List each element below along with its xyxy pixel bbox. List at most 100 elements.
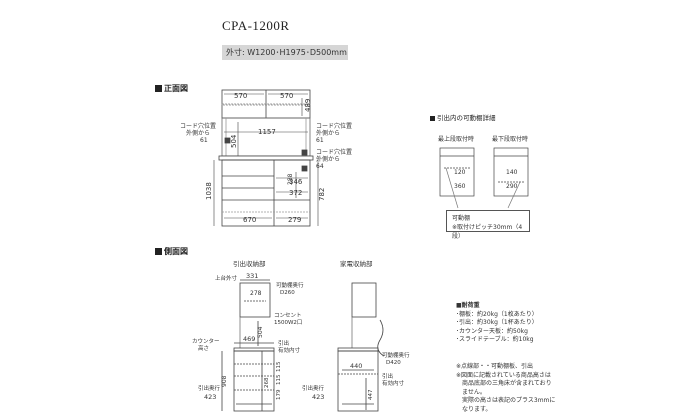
cord-labels: コード穴位置 外側から 61 コード穴位置 外側から 61 コード穴位置 外側か… [180,122,352,170]
dim-279: 279 [288,216,301,224]
side-right-counter [337,347,379,352]
note-line-1: ※点線部・・可動棚板、引出 [456,363,534,370]
dim-115-a: 115 [276,361,282,372]
note-line-2: ※図面に記載されている商品高さは [456,371,551,379]
detail-view [439,147,529,209]
dim-782: 782 [318,188,326,201]
load-capacity: ■耐荷重 ･棚板：約20kg（1枚あたり） ･引出：約30kg（1杯あたり） ･… [456,302,538,345]
side-left-counter [233,347,275,352]
dim-489: 489 [304,99,312,112]
dim-570-left: 570 [234,92,247,100]
side-counter-1: カウンター [192,337,220,345]
side-right-labels: 家電収納部 可動棚奥行 D420 440 引出 有効内寸 447 引出奥行 42… [302,259,410,401]
front-outlet-right-bottom [301,165,308,172]
front-dimensions: 570 570 489 1157 504 1038 288 346 372 78… [205,92,326,224]
cord-rb-3: 64 [316,163,324,170]
load-line-2: ･引出：約30kg（1杯あたり） [456,319,538,326]
dimensions-bar: 外寸: W1200･H1975･D500mm [222,45,348,60]
detail-360: 360 [454,183,466,190]
dim-504-side: 504 [257,326,264,338]
side-left-upper [239,282,271,318]
cord-rt-3: 61 [316,137,324,144]
detail-box-line-2: ※取付けピッチ30mm（4段） [452,224,523,240]
detail-top-label: 最上段取付時 [438,135,474,143]
side-bracket-1: 可動棚奥行 [276,281,304,289]
note-line-3: 商品底部の三角床が含まれており [456,380,552,387]
side-drawer-inner-2: 有効内寸 [278,346,301,354]
cord-rb-1: コード穴位置 [316,148,352,156]
detail-shelf-box: 可動棚 ※取付けピッチ30mm（4段） [446,210,530,240]
detail-labels: 最上段取付時 最下段取付時 120 360 140 290 [438,135,528,190]
cord-rb-2: 外側から [316,155,340,163]
side-counter-2: 高さ [198,344,209,352]
side-left-view [221,279,275,412]
dim-1038: 1038 [205,182,213,200]
section-marker [155,85,162,92]
note-line-5: 実際の高さは表記のプラス3mmに [456,397,556,404]
front-dim-lines [213,93,319,226]
detail-290: 290 [506,183,518,190]
side-depth-label: 引出奥行 [198,384,221,392]
load-line-3: ･カウンター天板：約50kg [456,327,528,335]
detail-box-line-1: 可動棚 [452,215,471,222]
side-left-label: 引出収納部 [233,259,266,268]
load-heading: ■耐荷重 [456,302,480,309]
cord-rt-2: 外側から [316,129,340,137]
side-left-lower [233,350,275,412]
load-line-1: ･棚板：約20kg（1枚あたり） [456,310,538,318]
side-right-shelf-2: D420 [386,360,401,366]
side-left-labels: 引出収納部 上台外寸 331 278 可動棚奥行 D260 コンセント 1500… [192,259,304,401]
dim-346: 346 [289,178,303,186]
detail-120: 120 [454,169,466,176]
front-upper-shelf [221,103,311,106]
detail-bottom-cabinet [493,147,529,197]
dim-268: 268 [264,377,270,388]
side-right-upper [351,282,377,318]
dim-1157: 1157 [258,128,276,136]
dim-423-right: 423 [312,393,324,401]
side-right-cord [377,319,385,357]
cord-left-1: コード穴位置 [180,122,216,130]
detail-heading: 引出内の可動棚詳細 [430,112,496,122]
dim-469: 469 [243,335,255,343]
detail-pointer-right [507,181,521,209]
side-right-inner-1: 引出 [382,372,393,380]
side-right-label: 家電収納部 [340,259,373,268]
side-view-heading: 側面図 [155,246,188,257]
note-line-6: なります。 [456,405,492,413]
side-top-caption: 上台外寸 [215,274,238,282]
section-marker [155,248,162,255]
front-view-label: 正面図 [164,84,188,93]
dim-670: 670 [243,216,256,224]
note-line-4: ません。 [456,388,486,396]
front-outlet-right-top [301,149,308,156]
detail-140: 140 [506,169,518,176]
side-right-depth-label: 引出奥行 [302,384,325,392]
side-bracket-2: D260 [280,290,295,296]
detail-pointer-left [445,167,459,209]
side-drawer-inner-1: 引出 [278,339,289,347]
cord-rt-1: コード穴位置 [316,122,352,130]
side-right-view [337,282,385,412]
load-line-4: ･スライドテーブル：約10kg [456,336,534,343]
front-outlet-left [224,137,231,144]
cord-left-2: 外側から [186,129,210,137]
front-lower-cabinet [221,159,311,227]
notes: ※点線部・・可動棚板、引出 ※図面に記載されている商品高さは 商品底部の三角床が… [456,363,555,414]
detail-bottom-label: 最下段取付時 [492,135,528,143]
side-right-inner-2: 有効内寸 [382,379,405,387]
front-view [218,89,314,227]
dim-331: 331 [246,272,258,280]
side-outlet-1: コンセント [274,312,302,319]
side-right-lower [337,350,379,412]
section-marker [430,116,435,121]
dim-504: 504 [230,134,238,148]
dim-447: 447 [368,389,374,400]
side-right-shelf-1: 可動棚奥行 [382,351,410,359]
dim-423-left: 423 [204,393,216,401]
dim-278: 278 [250,290,262,297]
cord-left-3: 61 [200,137,208,144]
detail-top-cabinet [439,147,475,197]
dim-440: 440 [350,362,362,370]
